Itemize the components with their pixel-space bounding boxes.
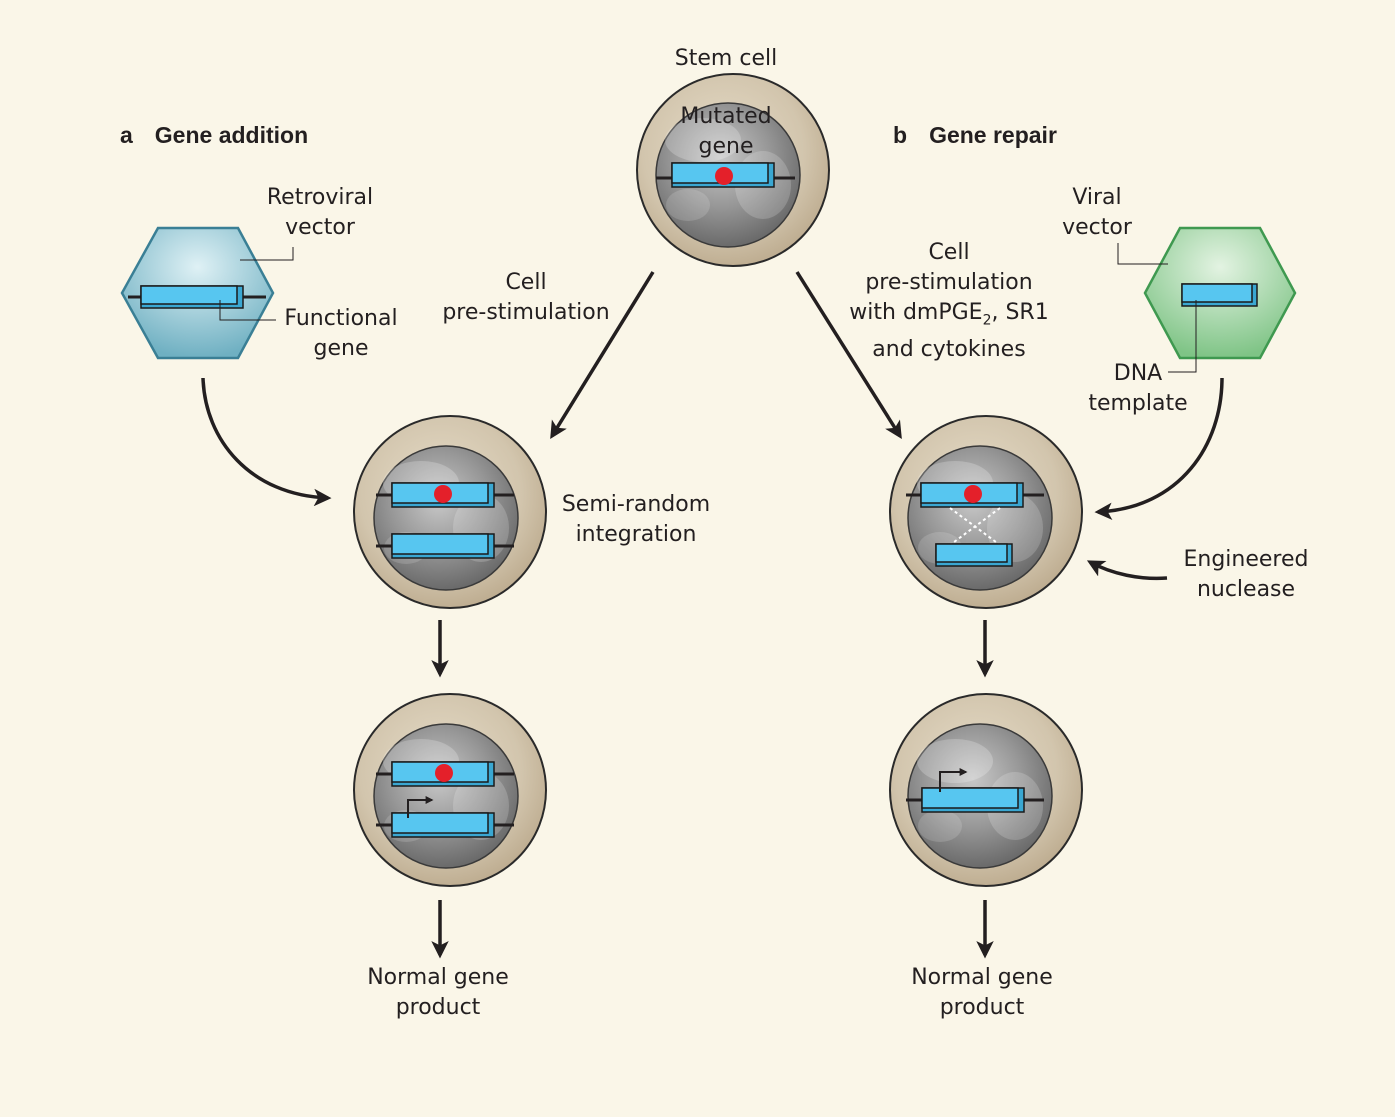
cell-prestim-b-text-3: with dmPGE2, SR1 [833, 298, 1065, 335]
mutation-dot [435, 764, 453, 782]
panel-a-title: Gene addition [154, 122, 309, 148]
mutated-gene-text-2: gene [698, 134, 754, 159]
cell-repair [889, 415, 1083, 609]
retroviral-vector-text-2: vector [285, 215, 355, 240]
cell-prestim-a-label: Cell pre-stimulation [426, 268, 626, 328]
normal-product-a-text-1: Normal gene [367, 965, 509, 990]
retroviral-vector [120, 226, 294, 360]
cell-prestim-a-text-2: pre-stimulation [442, 300, 610, 325]
dna-template-label: DNA template [1078, 359, 1198, 419]
panel-b-letter: b [893, 122, 908, 148]
semi-random-integration-label: Semi-random integration [551, 490, 721, 550]
cell-prestim-b-label: Cell pre-stimulation with dmPGE2, SR1 an… [833, 238, 1065, 365]
cell-prestim-b-text-4: and cytokines [872, 337, 1026, 363]
panel-b-title: Gene repair [929, 122, 1057, 148]
normal-product-a-text-2: product [395, 995, 481, 1020]
retroviral-vector-text-1: Retroviral [266, 185, 374, 210]
cell-prestim-b-text-2: pre-stimulation [865, 270, 1033, 295]
dmpge-subscript: 2 [982, 312, 992, 329]
panel-b-header: b Gene repair [893, 122, 1057, 149]
functional-gene-text-2: gene [313, 336, 369, 361]
sr1-text: , SR1 [991, 300, 1049, 325]
mutated-gene-text-1: Mutated [680, 104, 772, 129]
cell-expression-b [889, 693, 1083, 887]
promoter-arrow-icon [939, 768, 968, 792]
stem-cell-text: Stem cell [674, 46, 778, 71]
arrow-viral-to-cell [1094, 377, 1224, 521]
cell-prestim-a-text-1: Cell [505, 270, 547, 295]
cell-expression-a [353, 693, 547, 887]
normal-product-b-text-1: Normal gene [911, 965, 1053, 990]
stem-cell [636, 73, 830, 267]
dna-template-text-2: template [1088, 391, 1188, 416]
engineered-nuclease-text-1: Engineered [1183, 547, 1309, 572]
viral-vector-text-2: vector [1062, 215, 1132, 240]
arrow-nuclease-to-cell [1086, 560, 1168, 581]
retroviral-vector-label: Retroviral vector [240, 183, 400, 243]
mutation-dot [964, 485, 982, 503]
normal-product-a-label: Normal gene product [348, 963, 528, 1023]
semi-random-text-2: integration [575, 522, 697, 547]
crossover-lines [949, 507, 1001, 546]
functional-gene-text-1: Functional [284, 306, 398, 331]
panel-a-header: a Gene addition [120, 122, 308, 149]
semi-random-text-1: Semi-random [561, 492, 711, 517]
dmpge-text: with dmPGE [849, 300, 983, 325]
panel-a-letter: a [120, 122, 133, 148]
promoter-arrow-icon [407, 796, 434, 818]
engineered-nuclease-label: Engineered nuclease [1170, 545, 1322, 605]
mutated-gene-label: Mutated gene [646, 102, 806, 162]
engineered-nuclease-text-2: nuclease [1196, 577, 1296, 602]
arrows [201, 271, 1224, 959]
cell-prestim-b-text-1: Cell [928, 240, 970, 265]
mutation-dot [434, 485, 452, 503]
viral-vector-text-1: Viral [1072, 185, 1122, 210]
arrow-stem-to-repair [795, 271, 902, 439]
viral-vector-label: Viral vector [1047, 183, 1147, 243]
mutation-dot [715, 167, 733, 185]
cell-integration [353, 415, 547, 609]
viral-vector [1117, 226, 1297, 373]
mutated-gene [671, 162, 775, 188]
dna-template-text-1: DNA [1113, 361, 1163, 386]
stem-cell-label: Stem cell [626, 44, 826, 74]
arrow-stem-to-integration [550, 271, 655, 439]
normal-product-b-text-2: product [939, 995, 1025, 1020]
normal-product-b-label: Normal gene product [892, 963, 1072, 1023]
arrow-retroviral-to-cell [201, 377, 332, 507]
functional-gene-label: Functional gene [271, 304, 411, 364]
